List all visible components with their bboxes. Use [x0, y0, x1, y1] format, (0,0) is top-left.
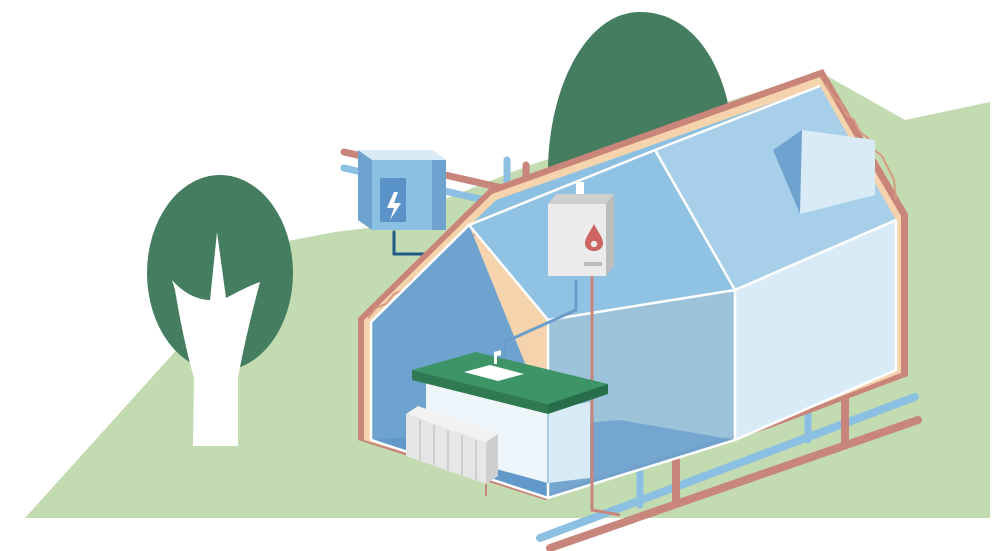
water-heater	[548, 194, 614, 276]
electric-box	[358, 150, 446, 230]
